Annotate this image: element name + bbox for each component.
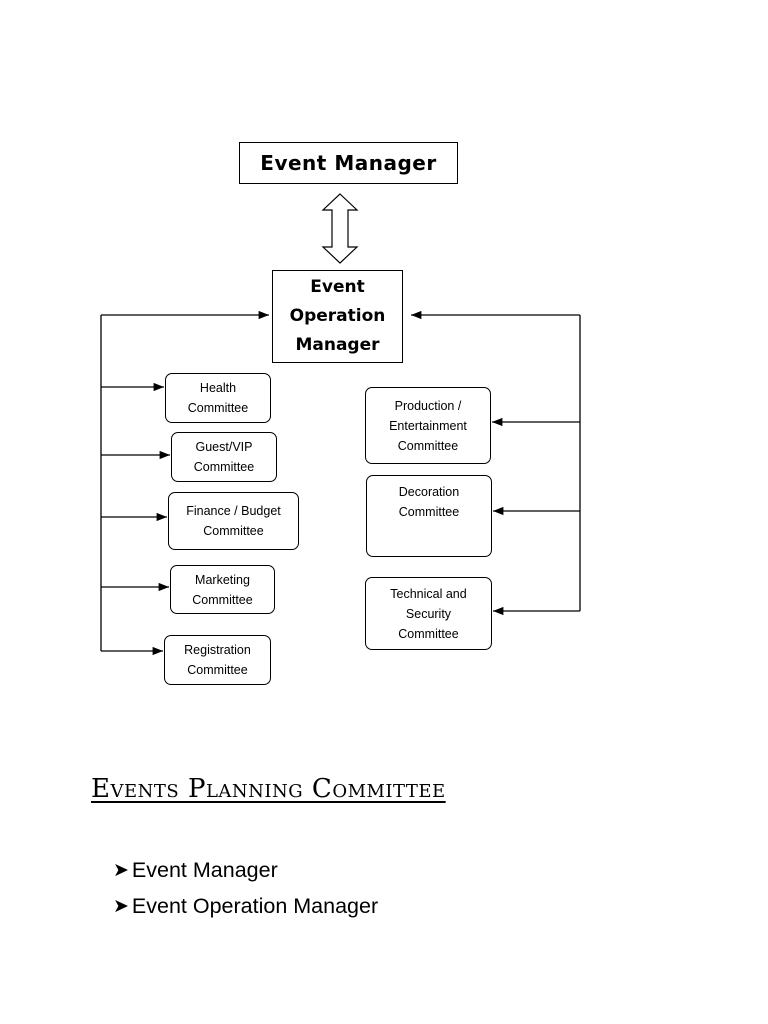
committee-label: Decoration Committee [398,485,460,519]
health-committee-box: Health Committee [165,373,271,423]
event-operation-manager-label: Event Operation Manager [289,277,386,355]
bullet-item: ➤ Event Operation Manager [113,894,378,919]
committee-label: Guest/VIP Committee [193,440,255,474]
connector-lines [100,193,581,656]
committee-label: Marketing Committee [192,572,253,607]
arrow-bullet-icon: ➤ [113,896,129,917]
finance-budget-committee-box: Finance / Budget Committee [168,492,299,550]
guest-vip-committee-box: Guest/VIP Committee [171,432,277,482]
technical-security-committee-box: Technical and Security Committee [365,577,492,650]
arrow-bullet-icon: ➤ [113,860,129,881]
committee-label: Technical and Security Committee [390,586,467,641]
section-title: Events Planning Committee [91,774,446,804]
registration-committee-box: Registration Committee [164,635,271,685]
event-manager-label: Event Manager [260,151,437,175]
bullet-text: Event Operation Manager [131,894,379,918]
event-operation-manager-box: Event Operation Manager [272,270,403,363]
committee-label: Production / Entertainment Committee [389,398,467,453]
committee-label: Finance / Budget Committee [186,504,281,538]
decoration-committee-box: Decoration Committee [366,475,492,557]
bullet-text: Event Manager [131,858,278,882]
double-arrow-icon [321,193,359,264]
marketing-committee-box: Marketing Committee [170,565,275,614]
committee-label: Health Committee [187,381,249,415]
event-manager-box: Event Manager [239,142,458,184]
committee-label: Registration Committee [184,643,251,677]
bullet-item: ➤ Event Manager [113,858,278,883]
production-entertainment-committee-box: Production / Entertainment Committee [365,387,491,464]
org-chart: Event Manager Event Operation Manager He… [100,142,581,685]
